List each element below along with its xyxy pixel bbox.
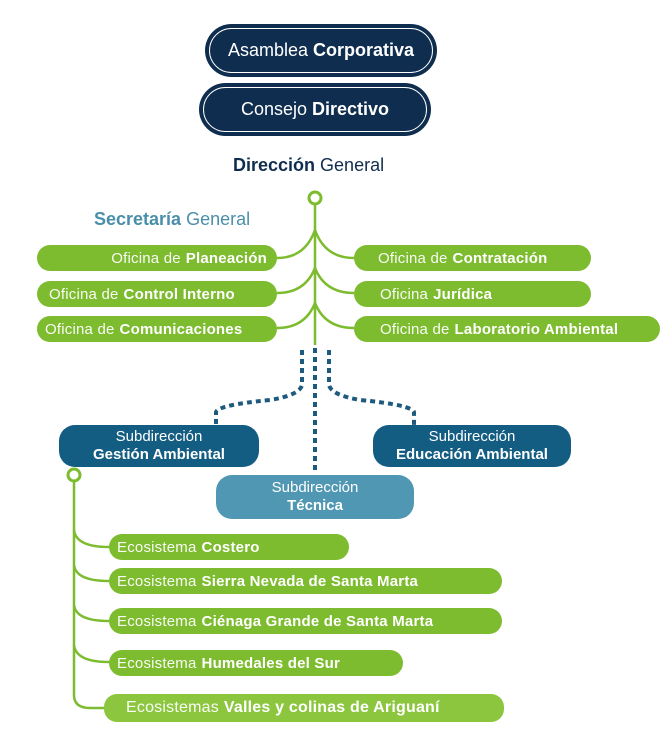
dashed-connectors (214, 348, 416, 472)
label-bold: Sierra Nevada de Santa Marta (201, 572, 419, 590)
label-bold: Técnica (287, 497, 343, 514)
label-bold: Humedales del Sur (201, 654, 340, 672)
label-light: General (186, 209, 251, 229)
label-light: Ecosistemas (126, 699, 219, 716)
gestion-node-icon (66, 467, 82, 483)
green-tree (72, 204, 355, 710)
label-light: Oficina de (49, 285, 119, 303)
direccion-general-title: Dirección General (233, 155, 384, 176)
label-light: General (320, 155, 385, 175)
label-bold: Gestión Ambiental (93, 446, 225, 463)
label-light: Subdirección (428, 428, 516, 445)
label-bold: Jurídica (433, 285, 493, 303)
label-bold: Secretaría (94, 209, 182, 229)
label-bold: Comunicaciones (119, 320, 243, 338)
label-bold: Educación Ambiental (396, 446, 548, 463)
label-light: Oficina de (378, 249, 448, 267)
label-bold: Planeación (185, 249, 267, 267)
label-light: Consejo (240, 99, 307, 119)
label-light: Ecosistema (117, 654, 197, 672)
label-light: Oficina de (380, 320, 450, 338)
label-light: Oficina de (111, 249, 181, 267)
label-bold: Costero (201, 538, 260, 556)
label-bold: Directivo (312, 99, 390, 119)
label-bold: Valles y colinas de Ariguaní (223, 699, 440, 716)
label-light: Subdirección (115, 428, 203, 445)
label-bold: Dirección (233, 155, 316, 175)
label-light: Ecosistema (117, 572, 197, 590)
direccion-node-icon (307, 190, 323, 206)
label-bold: Contratación (452, 249, 548, 267)
label-bold: Laboratorio Ambiental (454, 320, 619, 338)
label-light: Oficina (380, 285, 429, 303)
asamblea-corporativa-box: Asamblea Corporativa (205, 24, 437, 77)
label-light: Oficina de (45, 320, 115, 338)
secretaria-general-title: Secretaría General (94, 209, 250, 230)
label-bold: Corporativa (313, 40, 415, 60)
label-light: Subdirección (271, 479, 359, 496)
consejo-directivo-box: Consejo Directivo (199, 83, 431, 136)
label-light: Asamblea (227, 40, 308, 60)
label-light: Ecosistema (117, 538, 197, 556)
label-light: Ecosistema (117, 612, 197, 630)
label-bold: Ciénaga Grande de Santa Marta (201, 612, 434, 630)
label-bold: Control Interno (123, 285, 235, 303)
